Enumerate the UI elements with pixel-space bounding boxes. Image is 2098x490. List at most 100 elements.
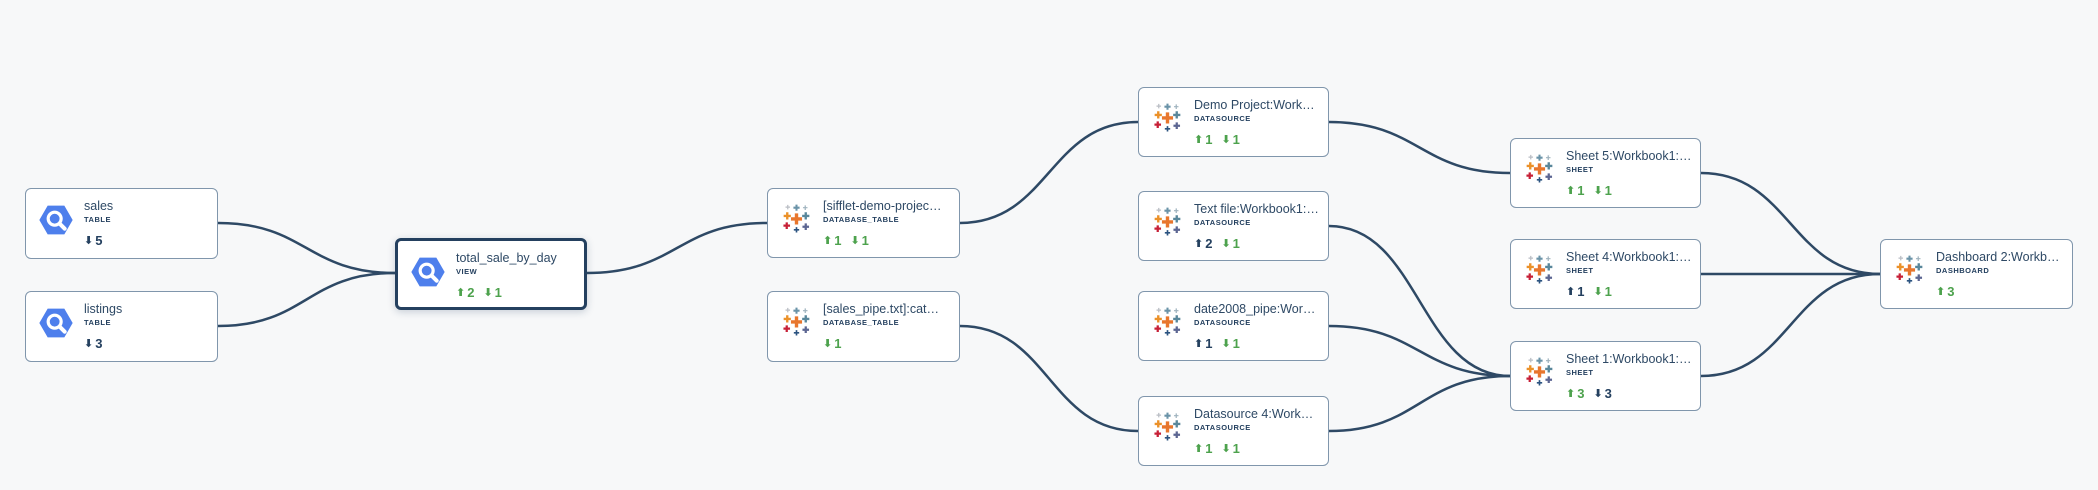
node-title: date2008_pipe:Workbo… (1194, 302, 1320, 316)
edge-total_sale_by_day-sifflet_demo (586, 221, 768, 275)
edge-sheet_5-dashboard_2 (1700, 171, 1881, 276)
upstream-count: ⬆1 (823, 233, 842, 248)
node-type: SHEET (1566, 266, 1594, 275)
edge-date2008_pipe-sheet_1 (1328, 324, 1511, 378)
node-metrics: ⬆1 ⬇1 (1194, 442, 1320, 456)
downstream-count: ⬇1 (1221, 441, 1240, 456)
node-title: Dashboard 2:Workbook… (1936, 250, 2064, 264)
lineage-node-demo-project-datasource[interactable]: Demo Project:Workboo… DATASOURCE ⬆1 ⬇1 (1138, 87, 1329, 157)
lineage-node-sheet-4[interactable]: Sheet 4:Workbook1:de… SHEET ⬆1 ⬇1 (1510, 239, 1701, 309)
down-arrow-icon: ⬇ (1593, 387, 1603, 400)
upstream-count: ⬆2 (456, 285, 475, 300)
upstream-count: ⬆2 (1194, 236, 1213, 251)
node-type: DASHBOARD (1936, 266, 1990, 275)
upstream-count: ⬆1 (1566, 183, 1585, 198)
tableau-icon (1149, 302, 1186, 341)
down-arrow-icon: ⬇ (1221, 337, 1231, 350)
bigquery-icon (36, 302, 76, 343)
tableau-icon (778, 199, 815, 238)
edge-sales-total_sale_by_day (217, 221, 396, 275)
downstream-count: ⬇3 (1593, 386, 1612, 401)
edge-sifflet_demo-demo_project (959, 120, 1139, 225)
node-type: TABLE (84, 318, 111, 327)
up-arrow-icon: ⬆ (1194, 442, 1204, 455)
downstream-count: ⬇3 (84, 336, 103, 351)
lineage-node-total_sale_by_day[interactable]: total_sale_by_day VIEW ⬆2 ⬇1 (395, 238, 587, 310)
up-arrow-icon: ⬆ (1194, 337, 1204, 350)
node-type: SHEET (1566, 368, 1594, 377)
tableau-icon (1149, 407, 1186, 446)
node-metrics: ⬆2 ⬇1 (456, 286, 576, 300)
lineage-node-sifflet-demo-table[interactable]: [sifflet-demo-projec… DATABASE_TABLE ⬆1 … (767, 188, 960, 258)
lineage-node-sales-pipe-table[interactable]: [sales_pipe.txt]:cat… DATABASE_TABLE ⬇1 (767, 291, 960, 362)
downstream-count: ⬇1 (1593, 183, 1612, 198)
node-title: Datasource 4:Workboo… (1194, 407, 1320, 421)
node-title: Sheet 5:Workbook1:de… (1566, 149, 1692, 163)
downstream-count: ⬇1 (1221, 132, 1240, 147)
tableau-icon (1149, 98, 1186, 137)
bigquery-icon (408, 251, 448, 292)
lineage-node-datasource-4[interactable]: Datasource 4:Workboo… DATASOURCE ⬆1 ⬇1 (1138, 396, 1329, 466)
node-metrics: ⬆1 ⬇1 (1194, 337, 1320, 351)
tableau-icon (1149, 202, 1186, 241)
bigquery-icon (36, 199, 76, 240)
node-type: DATASOURCE (1194, 318, 1251, 327)
lineage-node-listings[interactable]: listings TABLE ⬇3 (25, 291, 218, 362)
up-arrow-icon: ⬆ (1566, 387, 1576, 400)
down-arrow-icon: ⬇ (1593, 285, 1603, 298)
edge-listings-total_sale_by_day (217, 271, 396, 328)
upstream-count: ⬆3 (1566, 386, 1585, 401)
node-type: DATABASE_TABLE (823, 318, 900, 327)
tableau-icon (1521, 250, 1558, 289)
edge-sales_pipe-datasource_4 (959, 324, 1139, 433)
lineage-node-sales[interactable]: sales TABLE ⬇5 (25, 188, 218, 259)
down-arrow-icon: ⬇ (84, 234, 94, 247)
node-title: Sheet 4:Workbook1:de… (1566, 250, 1692, 264)
downstream-count: ⬇1 (823, 336, 842, 351)
node-title: Text file:Workbook1:… (1194, 202, 1319, 216)
edge-text_file-sheet_1 (1328, 224, 1511, 378)
node-type: DATABASE_TABLE (823, 215, 900, 224)
node-metrics: ⬆3 (1936, 285, 2064, 299)
node-type: DATASOURCE (1194, 114, 1251, 123)
up-arrow-icon: ⬆ (823, 234, 833, 247)
lineage-node-sheet-5[interactable]: Sheet 5:Workbook1:de… SHEET ⬆1 ⬇1 (1510, 138, 1701, 208)
upstream-count: ⬆1 (1194, 132, 1213, 147)
node-title: Demo Project:Workboo… (1194, 98, 1320, 112)
node-metrics: ⬆1 ⬇1 (1194, 133, 1320, 147)
node-type: DATASOURCE (1194, 218, 1251, 227)
node-metrics: ⬆3 ⬇3 (1566, 387, 1692, 401)
down-arrow-icon: ⬇ (1593, 184, 1603, 197)
downstream-count: ⬇1 (483, 285, 502, 300)
node-type: SHEET (1566, 165, 1594, 174)
node-title: total_sale_by_day (456, 251, 557, 265)
node-metrics: ⬆1 ⬇1 (1566, 285, 1692, 299)
node-metrics: ⬇3 (84, 337, 209, 351)
node-metrics: ⬆1 ⬇1 (1566, 184, 1692, 198)
down-arrow-icon: ⬇ (850, 234, 860, 247)
tableau-icon (1891, 250, 1928, 289)
lineage-node-dashboard-2[interactable]: Dashboard 2:Workbook… DASHBOARD ⬆3 (1880, 239, 2073, 309)
lineage-node-sheet-1[interactable]: Sheet 1:Workbook1:de… SHEET ⬆3 ⬇3 (1510, 341, 1701, 411)
up-arrow-icon: ⬆ (1936, 285, 1946, 298)
upstream-count: ⬆1 (1194, 441, 1213, 456)
lineage-node-date2008-pipe-datasource[interactable]: date2008_pipe:Workbo… DATASOURCE ⬆1 ⬇1 (1138, 291, 1329, 361)
edge-datasource_4-sheet_1 (1328, 374, 1511, 433)
lineage-node-text-file-datasource[interactable]: Text file:Workbook1:… DATASOURCE ⬆2 ⬇1 (1138, 191, 1329, 261)
node-metrics: ⬆1 ⬇1 (823, 234, 951, 248)
down-arrow-icon: ⬇ (1221, 237, 1231, 250)
up-arrow-icon: ⬆ (1566, 285, 1576, 298)
node-title: sales (84, 199, 114, 213)
up-arrow-icon: ⬆ (456, 286, 466, 299)
up-arrow-icon: ⬆ (1194, 133, 1204, 146)
edge-demo_project-sheet_5 (1328, 120, 1511, 175)
down-arrow-icon: ⬇ (1221, 442, 1231, 455)
node-type: DATASOURCE (1194, 423, 1251, 432)
node-type: TABLE (84, 215, 111, 224)
upstream-count: ⬆3 (1936, 284, 1955, 299)
downstream-count: ⬇1 (1593, 284, 1612, 299)
node-title: [sales_pipe.txt]:cat… (823, 302, 940, 316)
down-arrow-icon: ⬇ (483, 286, 493, 299)
